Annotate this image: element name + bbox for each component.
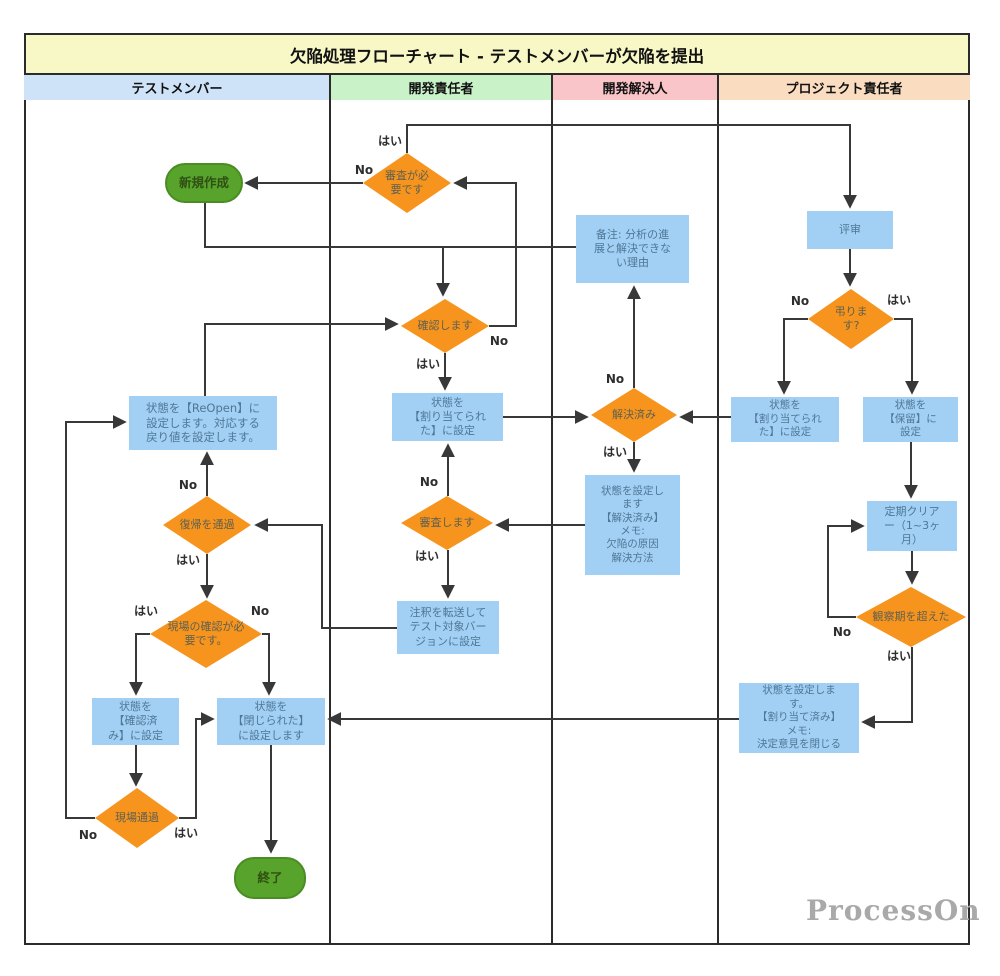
node-label: 審査します xyxy=(419,515,475,529)
node-set-assigned-close-memo[interactable]: 状態を設定しま す。 【割り当て済み】 メモ: 決定意見を閉じる xyxy=(739,683,859,753)
node-set-assigned-dev[interactable]: 状態を 【割り当てられ た】に設定 xyxy=(392,393,503,441)
node-label: 終了 xyxy=(257,870,283,885)
node-label: 状態を 【閉じられた】 に設定します xyxy=(232,700,310,742)
lane-header-1: テストメンバー xyxy=(24,75,330,100)
node-label: 状態を設定しま す。 【割り当て済み】 メモ: 決定意見を閉じる xyxy=(757,684,841,751)
lane-header-4: プロジェクト責任者 xyxy=(718,75,970,100)
node-suspend-decision[interactable]: 弔りま す? xyxy=(808,289,894,349)
lane-header-3: 開発解決人 xyxy=(552,75,718,100)
node-label: 状態を 【保留】に 設定 xyxy=(884,399,937,439)
node-label: 現場の確認が必 要です。 xyxy=(167,619,245,647)
node-end[interactable]: 終了 xyxy=(234,857,306,899)
node-review-needed-decision[interactable]: 審査が必 要です xyxy=(363,153,451,213)
node-set-closed[interactable]: 状態を 【閉じられた】 に設定します xyxy=(217,698,325,745)
terminal-shape xyxy=(234,857,306,899)
processon-watermark: ProcessOn xyxy=(806,894,981,927)
node-label: 審査が必 要です xyxy=(385,168,429,196)
terminal-shape xyxy=(165,163,243,203)
node-label: 状態を 【割り当てられ た】に設定 xyxy=(748,399,822,439)
node-label: 確認します xyxy=(417,318,473,332)
node-note-analysis[interactable]: 备注: 分析の進 展と解決できな い理由 xyxy=(576,215,689,283)
node-site-pass-decision[interactable]: 現場通過 xyxy=(95,788,179,848)
node-label: 评审 xyxy=(839,222,861,236)
node-label: 定期クリア ー（1~3ヶ 月） xyxy=(883,504,941,547)
process-shape xyxy=(397,601,499,654)
process-shape xyxy=(217,698,325,745)
node-label: 現場通過 xyxy=(115,810,159,824)
process-shape xyxy=(92,698,179,745)
diagram-title: 欠陥処理フローチャート - テストメンバーが欠陥を提出 xyxy=(26,35,968,75)
lane-divider xyxy=(551,75,553,945)
process-shape xyxy=(867,501,957,551)
process-shape xyxy=(807,211,893,249)
node-set-hold[interactable]: 状態を 【保留】に 設定 xyxy=(863,397,958,442)
node-review[interactable]: 评审 xyxy=(807,211,893,249)
node-label: 状態を 【確認済 み】に設定 xyxy=(108,700,163,742)
process-shape xyxy=(585,475,680,575)
node-label: 备注: 分析の進 展と解決できな い理由 xyxy=(594,227,671,270)
node-label: 状態を設定し ます 【解決済み】 メモ: 欠陥の原因 解決方法 xyxy=(601,484,664,564)
process-shape xyxy=(863,397,958,442)
divider-line xyxy=(24,73,970,75)
node-set-confirmed[interactable]: 状態を 【確認済 み】に設定 xyxy=(92,698,179,745)
node-set-resolved[interactable]: 状態を設定し ます 【解決済み】 メモ: 欠陥の原因 解決方法 xyxy=(585,475,680,575)
node-label: 観察期を超えた xyxy=(872,609,950,623)
node-label: 注釈を転送して テスト対象バー ジョンに設定 xyxy=(409,606,487,648)
lane-divider xyxy=(717,75,719,945)
node-observation-exceeded-decision[interactable]: 観察期を超えた xyxy=(856,587,966,647)
lane-divider xyxy=(329,75,331,945)
node-label: 復帰を通過 xyxy=(179,517,235,531)
process-shape xyxy=(392,393,503,441)
node-new-creation[interactable]: 新規作成 xyxy=(165,163,243,203)
node-forward-annotation[interactable]: 注釈を転送して テスト対象バー ジョンに設定 xyxy=(397,601,499,654)
node-set-reopen[interactable]: 状態を【ReOpen】に 設定します。対応する 戻り値を設定します。 xyxy=(129,396,277,450)
node-review-it-decision[interactable]: 審査します xyxy=(401,496,493,550)
node-label: 弔りま す? xyxy=(834,304,868,332)
node-label: 新規作成 xyxy=(178,175,229,190)
lane-header-2: 開発責任者 xyxy=(330,75,552,100)
node-site-confirm-needed-decision[interactable]: 現場の確認が必 要です。 xyxy=(150,600,262,668)
process-shape xyxy=(731,397,839,442)
node-label: 状態を 【割り当てられ た】に設定 xyxy=(409,395,486,438)
node-label: 状態を【ReOpen】に 設定します。対応する 戻り値を設定します。 xyxy=(145,400,261,445)
process-shape xyxy=(129,396,277,450)
process-shape xyxy=(739,683,859,753)
node-confirm-decision[interactable]: 確認します xyxy=(401,299,489,353)
node-label: 解決済み xyxy=(612,407,656,421)
node-set-assigned-proj[interactable]: 状態を 【割り当てられ た】に設定 xyxy=(731,397,839,442)
node-pass-regression-decision[interactable]: 復帰を通過 xyxy=(163,496,251,554)
node-periodic-clear[interactable]: 定期クリア ー（1~3ヶ 月） xyxy=(867,501,957,551)
process-shape xyxy=(576,215,689,283)
node-resolved-decision[interactable]: 解決済み xyxy=(591,388,677,442)
